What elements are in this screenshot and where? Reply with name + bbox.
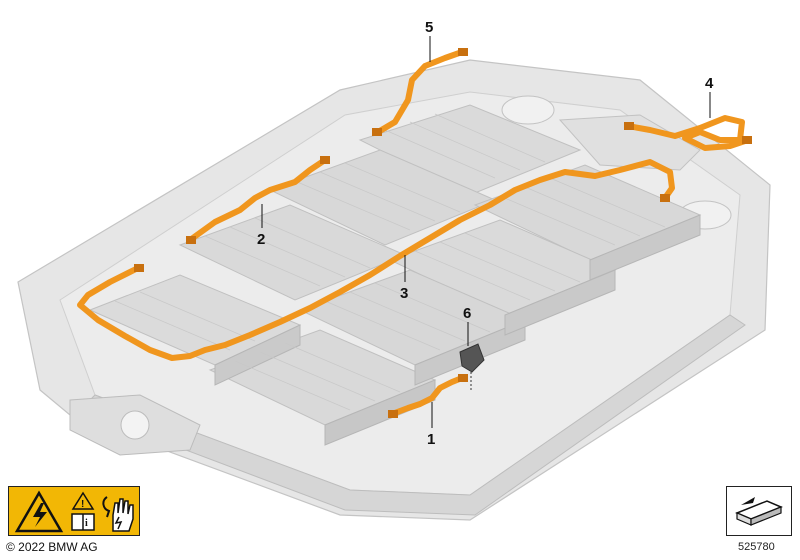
callout-3: 3 — [400, 285, 408, 302]
harness-connectors — [134, 48, 752, 418]
callout-6: 6 — [463, 305, 471, 322]
view-direction-icon — [735, 497, 783, 526]
harness-4 — [625, 115, 751, 151]
callout-4: 4 — [705, 75, 714, 92]
module-7-side — [324, 379, 436, 446]
module-cell-lines — [114, 113, 666, 411]
battery-modules — [88, 104, 702, 446]
copyright-notice: © 2022 BMW AG — [6, 540, 98, 554]
svg-text:i: i — [85, 518, 88, 529]
svg-text:!: ! — [81, 499, 84, 510]
read-manual-icon: ! i — [71, 491, 95, 531]
callout-1: 1 — [427, 431, 435, 448]
bracket-part-6 — [459, 343, 485, 392]
module-5-side — [504, 269, 616, 336]
harness-1 — [389, 375, 465, 417]
harness-5 — [375, 49, 465, 135]
high-voltage-warning-icon — [14, 490, 64, 533]
callout-2: 2 — [257, 231, 265, 248]
module-8-side — [214, 324, 301, 386]
view-direction-box — [726, 486, 792, 536]
diagram-part-number: 525780 — [738, 541, 775, 553]
safety-warning-panel: ! i — [8, 486, 140, 536]
safety-icons: ! i — [14, 490, 134, 533]
harnesses — [77, 48, 752, 418]
tray-rear-plate — [558, 114, 701, 171]
harness-3 — [77, 159, 675, 361]
leader-lines — [261, 36, 711, 428]
module-4-side — [589, 214, 701, 281]
right-mount-top — [501, 95, 555, 125]
bracket-body — [459, 343, 485, 373]
callout-5: 5 — [425, 19, 433, 36]
bracket-hole — [120, 410, 150, 440]
electrical-glove-icon — [102, 496, 134, 532]
harness-2 — [187, 157, 328, 243]
